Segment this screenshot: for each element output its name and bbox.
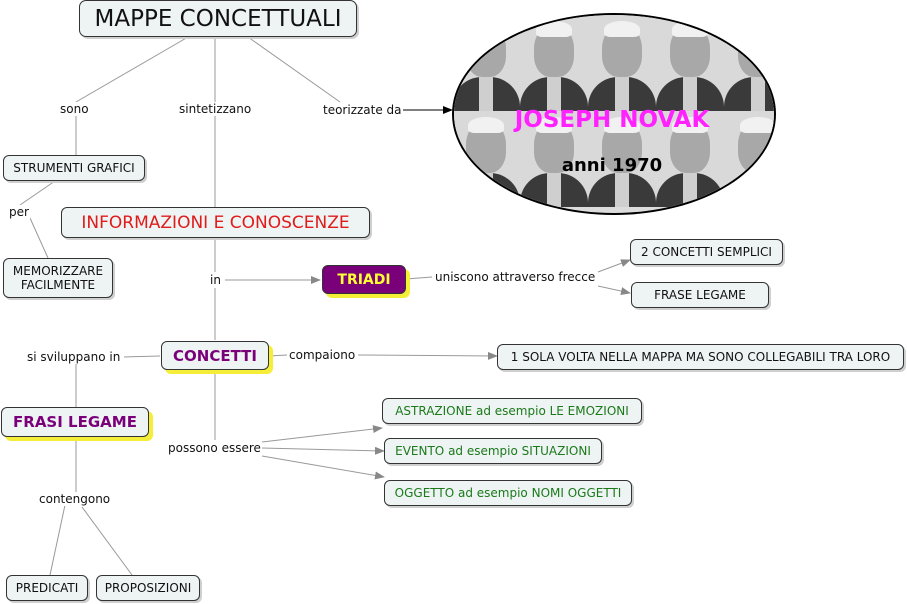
triadi-label: TRIADI: [337, 271, 391, 288]
una-volta-node[interactable]: 1 SOLA VOLTA NELLA MAPPA MA SONO COLLEGA…: [497, 344, 904, 370]
evento-label: EVENTO ad esempio SITUAZIONI: [395, 444, 591, 458]
evento-node[interactable]: EVENTO ad esempio SITUAZIONI: [384, 438, 602, 464]
frase-legame-node[interactable]: FRASE LEGAME: [631, 282, 769, 308]
frasi-legame-label: FRASI LEGAME: [13, 413, 137, 431]
oggetto-label: OGGETTO ad esempio NOMI OGGETTI: [394, 486, 622, 500]
link-contengono: contengono: [38, 492, 112, 506]
strumenti-grafici-label: STRUMENTI GRAFICI: [13, 161, 135, 175]
predicati-label: PREDICATI: [15, 581, 79, 595]
link-possono: possono essere: [167, 441, 262, 455]
title-label: MAPPE CONCETTUALI: [94, 5, 342, 32]
informazioni-node[interactable]: INFORMAZIONI E CONOSCENZE: [61, 207, 370, 238]
link-per: per: [8, 205, 30, 219]
memorizzare-node[interactable]: MEMORIZZARE FACILMENTE: [3, 258, 113, 298]
concetti-semplici-node[interactable]: 2 CONCETTI SEMPLICI: [630, 239, 783, 265]
triadi-node[interactable]: TRIADI: [322, 265, 406, 294]
novak-portrait-ellipse[interactable]: JOSEPH NOVAK anni 1970: [452, 13, 776, 215]
una-volta-label: 1 SOLA VOLTA NELLA MAPPA MA SONO COLLEGA…: [510, 350, 891, 364]
frase-legame-label: FRASE LEGAME: [654, 288, 746, 302]
predicati-node[interactable]: PREDICATI: [6, 575, 88, 601]
concetti-node[interactable]: CONCETTI: [161, 341, 269, 370]
novak-name: JOSEPH NOVAK: [514, 107, 710, 133]
astrazione-node[interactable]: ASTRAZIONE ad esempio LE EMOZIONI: [382, 398, 642, 424]
oggetto-node[interactable]: OGGETTO ad esempio NOMI OGGETTI: [384, 480, 632, 506]
informazioni-label: INFORMAZIONI E CONOSCENZE: [81, 212, 350, 233]
link-compaiono: compaiono: [288, 348, 357, 362]
title-node[interactable]: MAPPE CONCETTUALI: [79, 0, 357, 37]
link-uniscono: uniscono attraverso frecce: [434, 270, 597, 284]
link-sviluppano: si sviluppano in: [26, 350, 122, 364]
link-teorizzate: teorizzate da: [322, 103, 403, 117]
link-sintetizzano: sintetizzano: [178, 102, 253, 116]
frasi-legame-node[interactable]: FRASI LEGAME: [1, 407, 149, 437]
memorizzare-label: MEMORIZZARE FACILMENTE: [12, 264, 104, 292]
concetti-label: CONCETTI: [173, 346, 257, 365]
concetti-semplici-label: 2 CONCETTI SEMPLICI: [641, 245, 772, 259]
proposizioni-node[interactable]: PROPOSIZIONI: [96, 575, 200, 601]
novak-years: anni 1970: [561, 155, 663, 176]
proposizioni-label: PROPOSIZIONI: [104, 581, 192, 595]
strumenti-grafici-node[interactable]: STRUMENTI GRAFICI: [3, 155, 145, 181]
astrazione-label: ASTRAZIONE ad esempio LE EMOZIONI: [395, 404, 629, 418]
link-in: in: [209, 273, 222, 287]
link-sono: sono: [59, 102, 90, 116]
